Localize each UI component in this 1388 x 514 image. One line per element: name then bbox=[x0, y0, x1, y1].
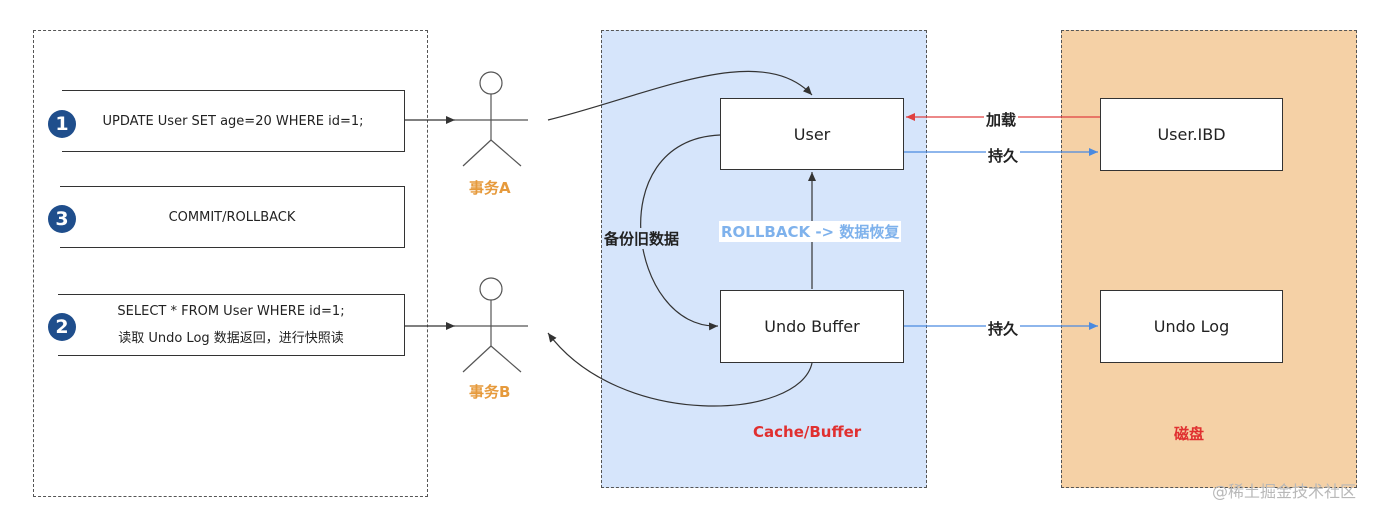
persist-undo-label: 持久 bbox=[986, 318, 1021, 339]
backup-label: 备份旧数据 bbox=[604, 228, 680, 249]
step-badge-2: 2 bbox=[48, 313, 76, 341]
cache-user-box: User bbox=[720, 98, 904, 170]
rollback-label: ROLLBACK -> 数据恢复 bbox=[719, 221, 902, 242]
actor-a-to-user-curve bbox=[547, 70, 813, 121]
sql-panel bbox=[33, 30, 428, 497]
undo-log-box: Undo Log bbox=[1100, 290, 1283, 363]
step-2-text-line2: 读取 Undo Log 数据返回，进行快照读 bbox=[118, 331, 344, 347]
disk-region-label: 磁盘 bbox=[1174, 425, 1205, 443]
step-3-statement: COMMIT/ROLLBACK bbox=[60, 186, 405, 248]
actor-b-figure bbox=[455, 277, 528, 373]
persist-user-label: 持久 bbox=[986, 145, 1021, 166]
actor-a-label: 事务A bbox=[469, 179, 511, 197]
step-3-text: COMMIT/ROLLBACK bbox=[168, 209, 296, 225]
load-label: 加载 bbox=[984, 109, 1019, 130]
actor-b-label: 事务B bbox=[469, 383, 511, 401]
step-1-text: UPDATE User SET age=20 WHERE id=1; bbox=[102, 113, 364, 129]
undo-buffer-box: Undo Buffer bbox=[720, 290, 904, 363]
actor-a-figure bbox=[455, 71, 528, 167]
watermark: @稀土掘金技术社区 bbox=[1212, 482, 1357, 501]
step-2-statement: SELECT * FROM User WHERE id=1; 读取 Undo L… bbox=[58, 294, 405, 356]
step-badge-1: 1 bbox=[48, 110, 76, 138]
undo-to-actor-b-curve bbox=[547, 332, 813, 407]
step-2-text-line1: SELECT * FROM User WHERE id=1; bbox=[117, 303, 345, 319]
step-1-statement: UPDATE User SET age=20 WHERE id=1; bbox=[62, 90, 405, 152]
user-ibd-box: User.IBD bbox=[1100, 98, 1283, 171]
cache-region-label: Cache/Buffer bbox=[753, 423, 862, 441]
step-badge-3: 3 bbox=[48, 205, 76, 233]
